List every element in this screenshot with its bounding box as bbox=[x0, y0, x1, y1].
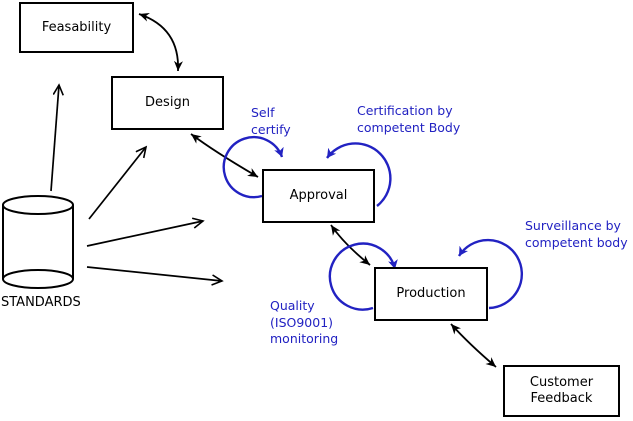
loop-self-certify bbox=[222, 135, 284, 199]
edge-feasability-design bbox=[138, 12, 183, 72]
node-customer-feedback-label: Customer Feedback bbox=[529, 375, 594, 406]
node-production: Production bbox=[374, 267, 488, 321]
node-approval-label: Approval bbox=[289, 188, 348, 203]
annotation-certification: Certification by competent Body bbox=[357, 103, 461, 135]
node-feasability-label: Feasability bbox=[41, 19, 112, 35]
loop-quality-monitoring bbox=[328, 242, 398, 311]
node-design-label: Design bbox=[145, 95, 190, 110]
annotation-surveillance: Surveillance by competent body bbox=[525, 218, 628, 250]
node-approval: Approval bbox=[262, 169, 375, 223]
node-design: Design bbox=[111, 76, 224, 130]
node-customer-feedback: Customer Feedback bbox=[503, 365, 620, 417]
edge-standards-to-production bbox=[86, 266, 222, 281]
edge-approval-production bbox=[330, 224, 371, 266]
loop-surveillance bbox=[457, 238, 524, 310]
annotation-self-certify: Self certify bbox=[251, 105, 291, 137]
standards-cylinder-shape bbox=[2, 195, 74, 289]
annotation-quality-monitoring: Quality (ISO9001) monitoring bbox=[270, 298, 339, 346]
edge-design-approval bbox=[190, 133, 259, 178]
node-standards-label: STANDARDS bbox=[1, 295, 81, 310]
edge-standards-to-approval bbox=[86, 221, 203, 247]
edge-production-customer-feedback bbox=[450, 323, 497, 368]
edge-standards-to-feasability bbox=[50, 85, 59, 192]
edge-standards-to-design bbox=[88, 147, 146, 220]
node-production-label: Production bbox=[396, 286, 466, 301]
loop-certification bbox=[326, 142, 392, 207]
node-feasability: Feasability bbox=[19, 2, 134, 53]
